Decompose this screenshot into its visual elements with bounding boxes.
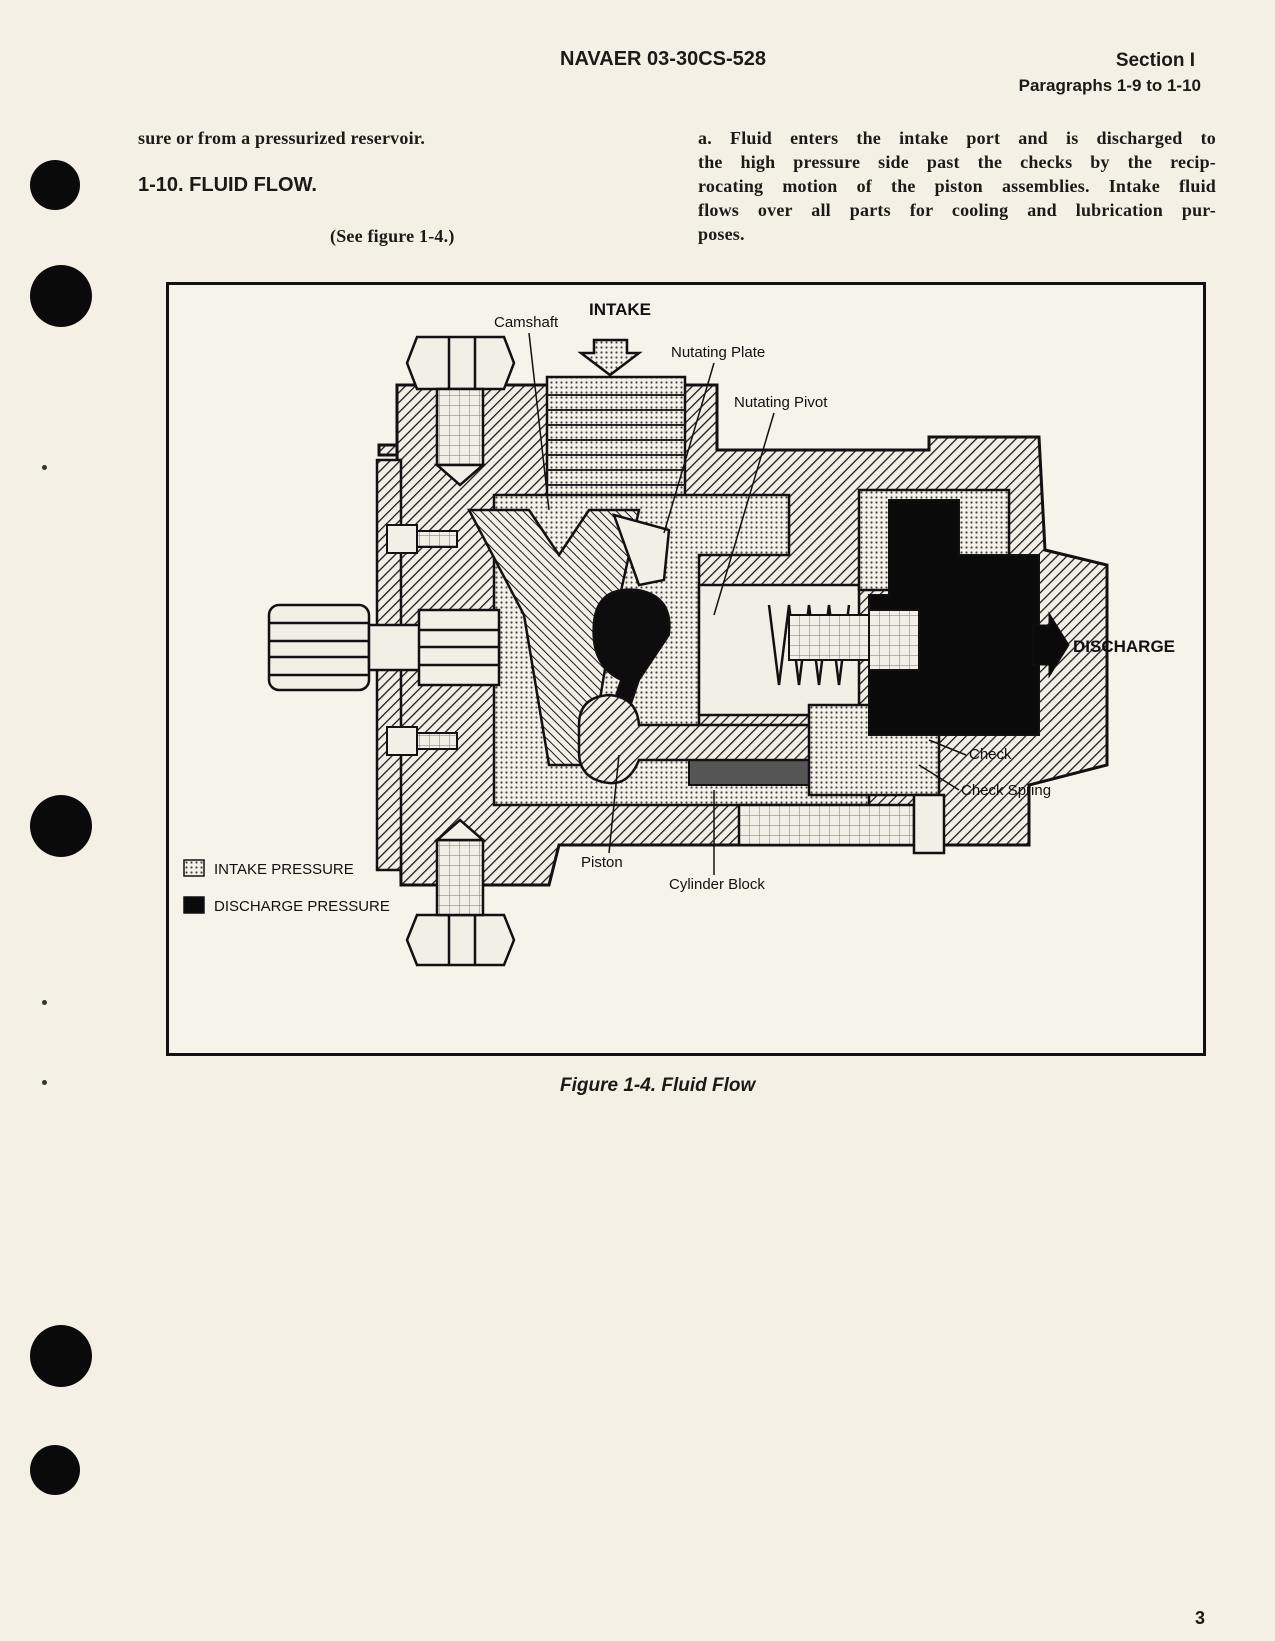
binder-hole — [30, 160, 80, 210]
piston-leader — [608, 754, 620, 854]
left-screw-lower — [386, 726, 458, 756]
drive-shaft — [267, 603, 501, 692]
binder-hole — [30, 795, 92, 857]
nutating-plate — [612, 513, 671, 587]
relief-plug — [737, 793, 946, 855]
top-bolt — [405, 335, 516, 487]
nutating-plate-label: Nutating Plate — [671, 344, 765, 361]
nutating-plate-leader — [663, 362, 715, 534]
nutating-ball — [592, 588, 671, 727]
camshaft-label: Camshaft — [494, 314, 559, 331]
left-screw-upper — [386, 524, 458, 554]
legend-intake-label: INTAKE PRESSURE — [214, 861, 354, 878]
paragraph-line: poses. — [698, 224, 745, 244]
check-spring-leader — [918, 764, 960, 791]
legend-discharge-swatch — [183, 896, 205, 914]
figure-frame: DISCHARGE INTAKE Camshaft Nutating Plate… — [166, 282, 1206, 1056]
section-heading: 1-10. FLUID FLOW. — [138, 174, 317, 196]
legend-intake-swatch — [183, 859, 205, 877]
figure-reference: (See figure 1-4.) — [330, 226, 455, 246]
figure-caption: Figure 1-4. Fluid Flow — [560, 1075, 756, 1096]
check-label: Check — [969, 746, 1012, 763]
intake-label: INTAKE — [589, 300, 651, 319]
continuation-text: sure or from a pressurized reservoir. — [138, 128, 426, 148]
paragraph-line: flows over all parts for cooling and lub… — [698, 200, 1216, 220]
paragraph-line: rocating motion of the piston assemblies… — [698, 176, 1216, 196]
binder-hole — [30, 1325, 92, 1387]
doc-number: NAVAER 03-30CS-528 — [560, 48, 767, 70]
discharge-label: DISCHARGE — [1073, 637, 1175, 656]
punch-dot — [42, 1080, 47, 1085]
nutating-pivot-label: Nutating Pivot — [734, 394, 828, 411]
intake-port — [545, 375, 687, 509]
discharge-outlet — [868, 499, 1040, 736]
intake-port-threads — [547, 394, 685, 486]
intake-arrow-icon — [577, 338, 643, 377]
check-leader — [928, 739, 967, 756]
paragraph-line: the high pressure side past the checks b… — [698, 152, 1216, 172]
binder-hole — [30, 265, 92, 327]
discharge-arrow-icon — [1032, 611, 1070, 679]
check-spring-label: Check Spring — [961, 782, 1051, 799]
page-number: 3 — [1194, 1608, 1205, 1628]
pump-cross-section-diagram: DISCHARGE INTAKE Camshaft Nutating Plate… — [183, 300, 1175, 967]
paragraph-line: a. Fluid enters the intake port and is d… — [698, 128, 1216, 148]
cylinder-block-label: Cylinder Block — [669, 876, 765, 893]
section-label: Section I — [1115, 50, 1195, 71]
nutating-pivot-leader — [713, 412, 775, 616]
binder-hole — [30, 1445, 80, 1495]
legend-discharge-label: DISCHARGE PRESSURE — [214, 898, 390, 915]
piston-label: Piston — [581, 854, 623, 871]
paragraphs-label: Paragraphs 1-9 to 1-10 — [1018, 76, 1201, 95]
bottom-bolt — [405, 818, 516, 967]
discharge-fitting — [868, 609, 920, 671]
punch-dot — [42, 465, 47, 470]
check-spring — [788, 614, 870, 661]
camshaft-leader — [528, 332, 550, 511]
punch-dot — [42, 1000, 47, 1005]
